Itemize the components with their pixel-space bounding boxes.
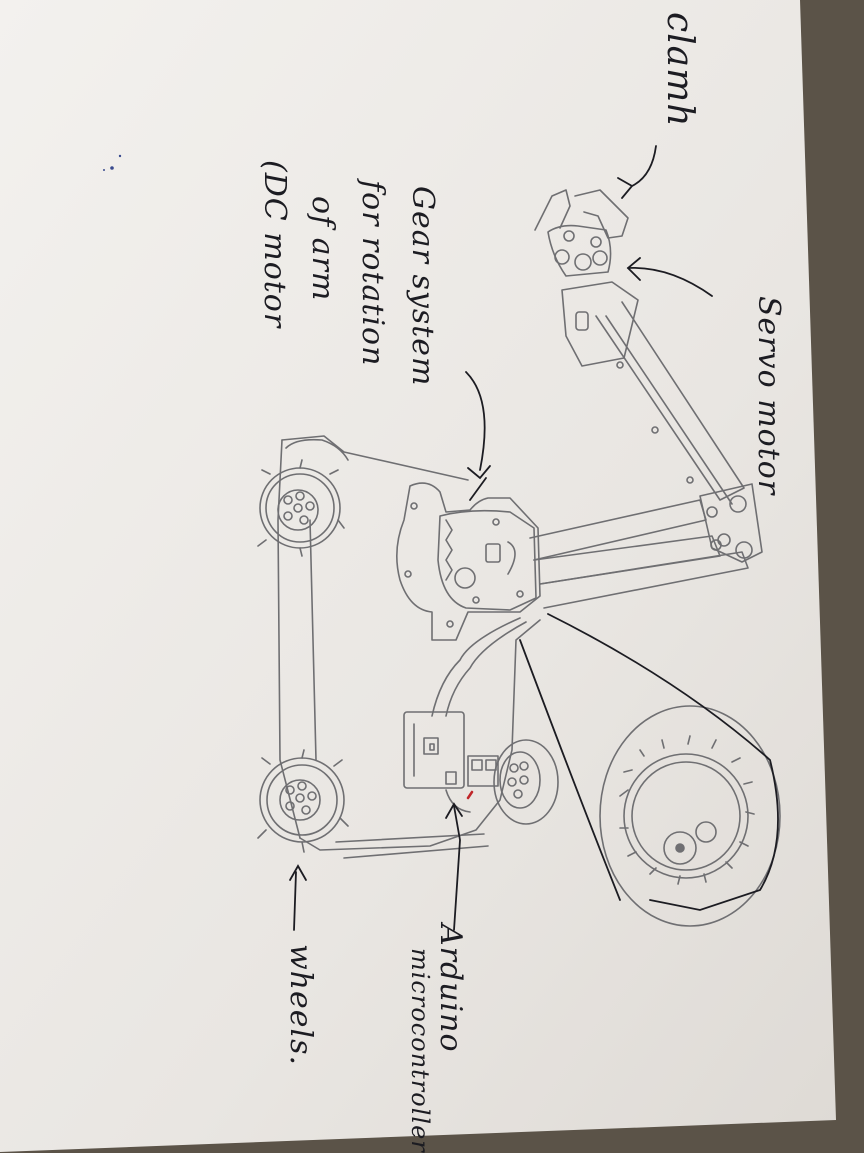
gear-lower-arrow (469, 477, 487, 501)
detail-callout-upper (547, 613, 779, 911)
label-servo-motor: Servo motor (751, 296, 786, 496)
label-microcontroller: microcontroller (406, 948, 434, 1153)
label-of-arm: of arm (305, 196, 340, 302)
claw-drawing (534, 189, 629, 277)
label-dc-motor: (DC motor (257, 160, 292, 329)
wheel-top-left-drawing (257, 459, 345, 557)
gear-arrowhead (467, 465, 491, 480)
lower-arm-drawing (529, 483, 763, 609)
clamp-arrowhead (617, 177, 634, 199)
arduino-board-drawing (403, 711, 499, 789)
ink-leaders (289, 145, 779, 931)
wheel-right-drawing (493, 739, 559, 825)
servo-arrowhead (626, 257, 641, 281)
label-arduino: Arduino (433, 924, 468, 1053)
gear-leader (465, 371, 486, 471)
wheel-bottom-left-drawing (257, 749, 349, 853)
robot-sketch (257, 189, 781, 927)
detail-callout-lower (519, 639, 621, 901)
wheels-leader (293, 871, 297, 931)
arduino-leader (453, 805, 461, 931)
label-gear-system: Gear system (405, 186, 440, 387)
red-pen-mark (466, 790, 474, 800)
wheels-arrowhead (289, 864, 307, 881)
blue-ink-specks (103, 154, 122, 171)
upper-arm-drawing (561, 281, 745, 505)
gear-detail-drawing (599, 705, 781, 927)
servo-leader (627, 267, 713, 297)
label-wheels: wheels. (283, 944, 318, 1067)
clamp-leader (631, 145, 657, 187)
label-clamp: clamh (659, 12, 700, 128)
label-for-rotation: for rotation (355, 180, 390, 367)
arduino-arrowhead (445, 802, 463, 819)
rotating-base-drawing (396, 482, 541, 641)
